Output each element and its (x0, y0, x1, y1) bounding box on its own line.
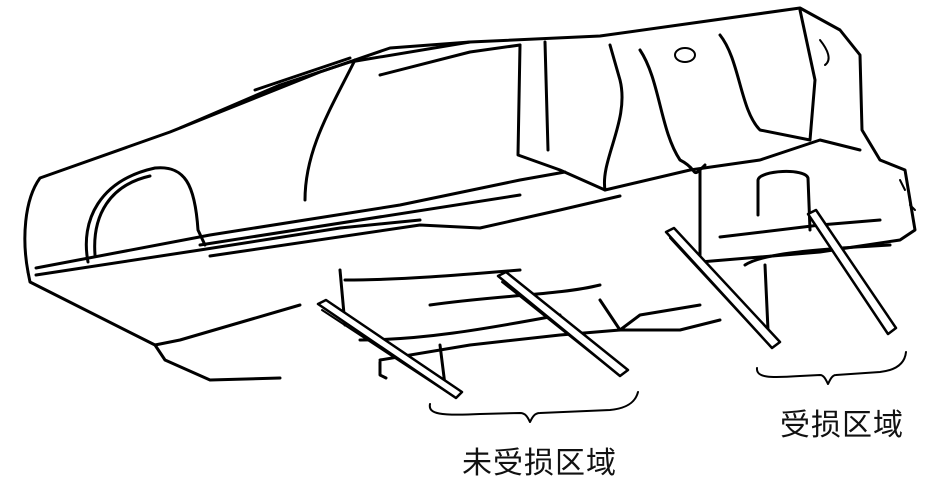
support-stand-1 (316, 298, 464, 400)
undamaged-area-bracket (428, 391, 639, 423)
undamaged-area-label: 未受损区域 (462, 446, 617, 481)
damaged-area-bracket (756, 351, 907, 385)
support-stand-4 (806, 208, 898, 336)
support-stand-2 (496, 270, 630, 378)
damaged-area-label: 受损区域 (780, 408, 904, 443)
support-stand-3 (664, 226, 782, 350)
car-body-outline (23, 6, 917, 387)
